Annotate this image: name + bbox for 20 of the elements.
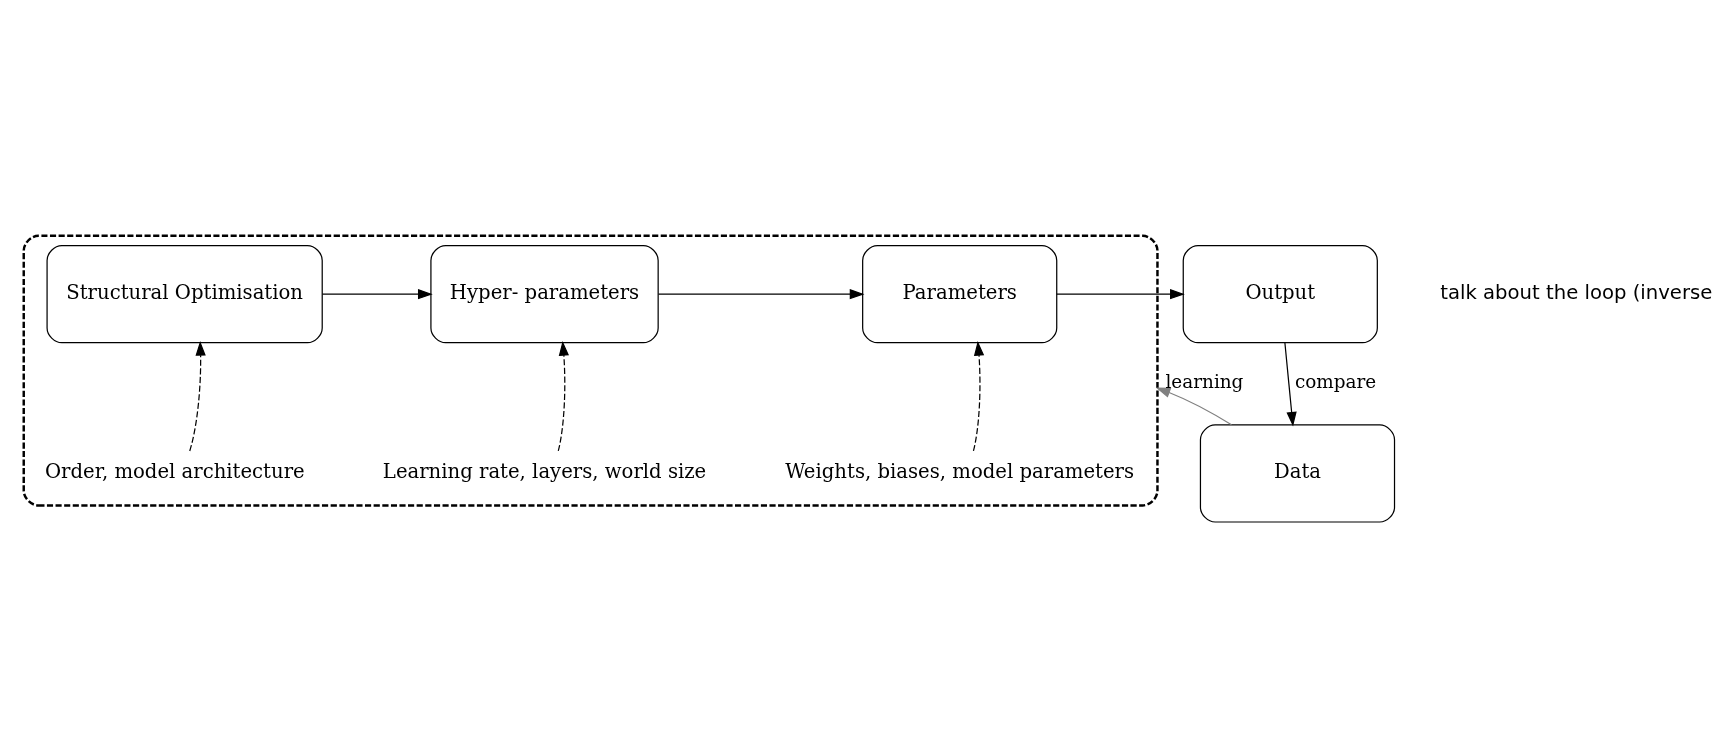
arrow — [188, 340, 206, 452]
arrow — [657, 289, 864, 300]
arrow — [1155, 387, 1232, 426]
node-box: Output — [1182, 245, 1378, 344]
arrow — [972, 340, 984, 452]
arrow — [1283, 342, 1297, 427]
node-text: Weights, biases, model parameters — [784, 460, 1134, 484]
edge-label: learning — [1164, 371, 1243, 393]
arrow — [1055, 289, 1185, 300]
node-text: Learning rate, layers, world size — [382, 460, 706, 484]
node-box: Structural Optimisation — [45, 245, 323, 344]
node-box: Hyper- parameters — [429, 245, 659, 344]
label: talk about the loop (inverse — [1439, 280, 1712, 304]
node-box: Parameters — [861, 245, 1057, 344]
arrow — [321, 289, 433, 300]
edge-label: compare — [1294, 371, 1376, 393]
node-text: Order, model architecture — [44, 460, 305, 484]
node-box: Data — [1199, 424, 1395, 523]
cluster — [22, 234, 1159, 507]
arrow — [557, 340, 569, 452]
